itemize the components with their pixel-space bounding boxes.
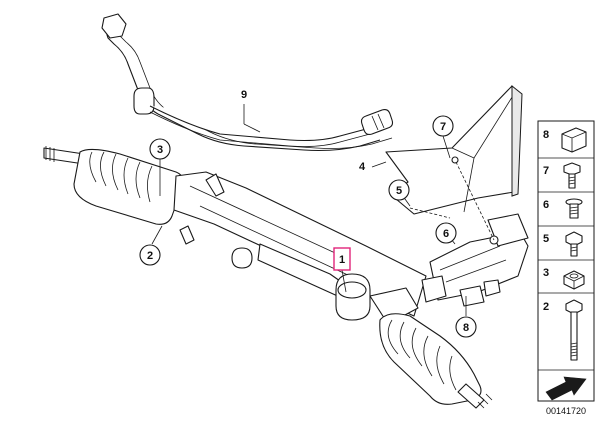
callout-5-label: 5 <box>396 185 402 197</box>
legend-number: 5 <box>543 233 549 245</box>
callout-3-label: 3 <box>157 144 163 156</box>
direction-arrow-icon <box>545 376 587 401</box>
legend-number: 6 <box>543 199 549 211</box>
callout-8-label: 8 <box>463 322 469 334</box>
figure-number: 00141720 <box>546 406 586 416</box>
parts-legend-panel: 8 7 6 5 <box>537 120 595 416</box>
legend-number: 3 <box>543 267 549 279</box>
callout-9[interactable]: 9 <box>241 89 247 101</box>
callout-5[interactable]: 5 <box>388 179 410 201</box>
callout-1-highlighted[interactable]: 1 <box>333 247 351 271</box>
long-bolt-icon <box>565 299 583 361</box>
callout-1-label: 1 <box>339 254 345 266</box>
callout-6-label: 6 <box>443 228 449 240</box>
steering-rack-part-1[interactable] <box>43 146 493 409</box>
callout-7-label: 7 <box>440 121 446 133</box>
callout-4-label: 4 <box>359 161 366 173</box>
callout-8[interactable]: 8 <box>455 316 477 338</box>
callout-2-label: 2 <box>147 250 153 262</box>
legend-item-2[interactable]: 2 <box>543 299 583 361</box>
callout-9-label: 9 <box>241 89 247 101</box>
legend-item-3[interactable]: 3 <box>543 267 585 290</box>
callout-3[interactable]: 3 <box>149 138 171 160</box>
callout-2[interactable]: 2 <box>139 244 161 266</box>
hex-nut-icon <box>563 270 585 290</box>
legend-item-8[interactable]: 8 <box>543 127 587 153</box>
hose-line-part-9[interactable] <box>101 13 394 152</box>
hex-bolt-icon <box>563 162 581 189</box>
hex-head-bolt-icon <box>565 231 583 257</box>
callout-4[interactable]: 4 <box>359 161 366 173</box>
flange-bolt-icon <box>565 198 583 219</box>
legend-number: 8 <box>543 129 549 141</box>
valve-assembly[interactable] <box>409 161 529 307</box>
cap-nut-icon <box>561 127 587 153</box>
legend-item-5[interactable]: 5 <box>543 231 583 257</box>
legend-number: 7 <box>543 165 549 177</box>
legend-item-7[interactable]: 7 <box>543 162 581 189</box>
callout-7[interactable]: 7 <box>432 115 454 137</box>
callout-6[interactable]: 6 <box>435 222 457 244</box>
legend-item-6[interactable]: 6 <box>543 198 583 219</box>
legend-number: 2 <box>543 301 549 313</box>
